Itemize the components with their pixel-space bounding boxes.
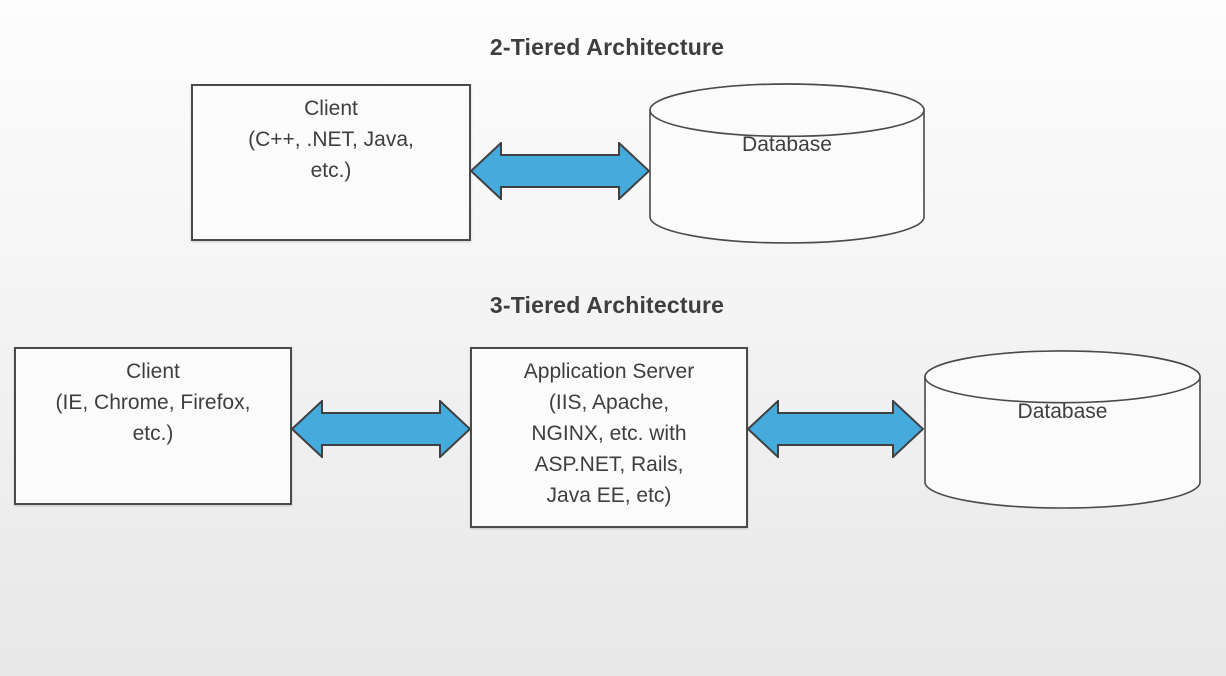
three-tier-appserver-database-arrow-icon bbox=[747, 400, 924, 458]
database-cylinder-shape bbox=[924, 350, 1201, 509]
two-tier-database-label: Database bbox=[742, 133, 832, 156]
database-cylinder-shape bbox=[649, 83, 925, 244]
three-tier-client-box: Client (IE, Chrome, Firefox, etc.) bbox=[14, 347, 292, 505]
three-tier-client-appserver-arrow-icon bbox=[291, 400, 471, 458]
two-tier-title: 2-Tiered Architecture bbox=[489, 34, 725, 60]
two-tier-bidirectional-arrow-icon bbox=[470, 142, 650, 200]
three-tier-app-server-box: Application Server (IIS, Apache, NGINX, … bbox=[470, 347, 748, 528]
three-tier-title: 3-Tiered Architecture bbox=[489, 292, 725, 318]
three-tier-database-label: Database bbox=[1017, 400, 1108, 423]
two-tier-client-box: Client (C++, .NET, Java, etc.) bbox=[191, 84, 471, 241]
three-tier-database-cylinder: Database bbox=[923, 349, 1202, 510]
two-tier-database-cylinder: Database bbox=[648, 82, 926, 245]
